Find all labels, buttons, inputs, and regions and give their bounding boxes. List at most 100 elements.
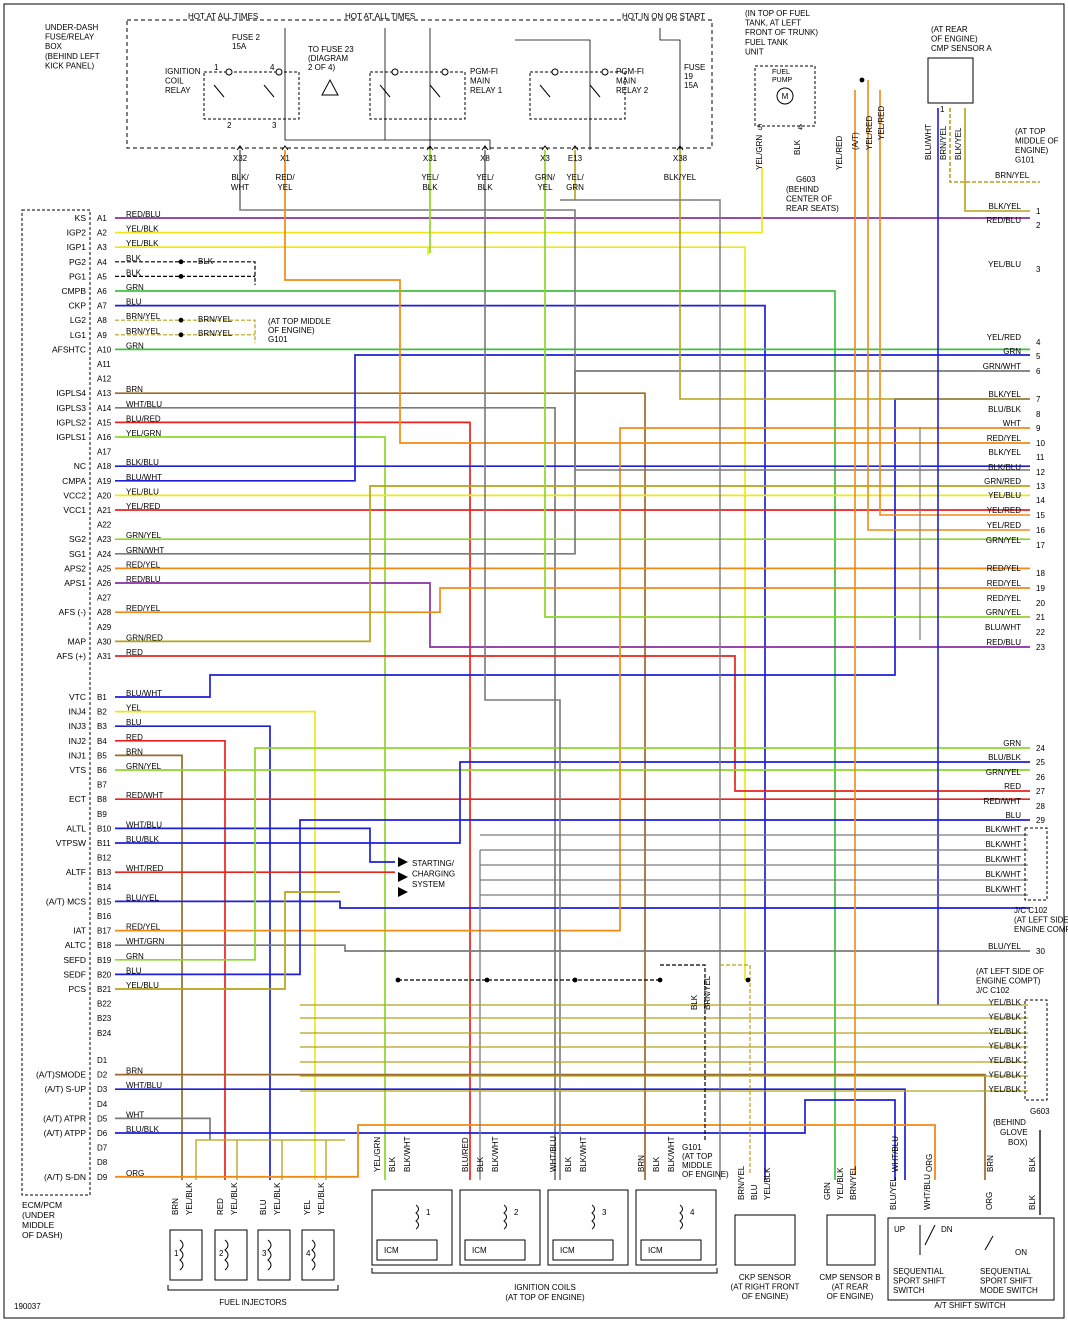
ecm-pin-number: B1: [97, 693, 107, 702]
label-text: YEL/BLK: [989, 998, 1022, 1007]
ecm-pin-name: IGPLS2: [56, 417, 86, 427]
ecm-pin-name: IGPLS4: [56, 388, 86, 398]
label-text: COIL: [165, 77, 184, 86]
ecm-pin-number: A24: [97, 550, 112, 559]
coil-winding-icon: [679, 1204, 683, 1230]
ecm-pin-name: INJ1: [69, 750, 87, 760]
label-text: PGM-FI: [616, 67, 644, 76]
ecm-pin-name: NC: [74, 461, 86, 471]
starting-arrow: [398, 872, 408, 882]
label-text: BRN/YEL: [939, 125, 948, 160]
label-text: YEL/BLK: [230, 1182, 239, 1215]
wire: [115, 427, 1030, 932]
wire-number: 26: [1036, 773, 1045, 782]
wire-number: 25: [1036, 758, 1045, 767]
wire-color-label: BLU: [126, 966, 142, 975]
wire-color-label: GRN: [126, 283, 144, 292]
label-text: OF ENGINE): [682, 1170, 729, 1179]
label-text: 1: [426, 1208, 431, 1217]
wire: [544, 150, 1030, 618]
wire-color-label: BLU/WHT: [126, 473, 162, 482]
wire: [239, 150, 1030, 471]
label-text: HOT IN ON OR START: [622, 12, 705, 21]
wire: [115, 747, 1030, 961]
wire: [195, 1139, 345, 1180]
ecm-pin-name: VCC1: [63, 505, 86, 515]
label-text: CKP SENSOR: [739, 1273, 792, 1282]
label-text: (A/T): [851, 132, 860, 150]
wire-color-label: RED/YEL: [987, 594, 1022, 603]
label-text: YEL/RED: [877, 106, 886, 140]
label-text: BLK: [476, 1156, 485, 1172]
label-text: G101: [268, 335, 288, 344]
label-text: YEL/BLK: [989, 1027, 1022, 1036]
label-text: BOX: [45, 42, 63, 51]
at-shift-switch: [887, 1217, 1055, 1301]
label-text: J/C C102: [976, 986, 1010, 995]
ecm-pin-number: B21: [97, 985, 112, 994]
label-text: BLK/WHT: [667, 1136, 676, 1172]
ecm-pin-number: B5: [97, 751, 107, 760]
ecm-pin-number: D6: [97, 1129, 108, 1138]
label-text: G603: [796, 175, 816, 184]
label-text: BLU: [259, 1199, 268, 1215]
relay-terminal: [441, 68, 449, 76]
label-text: G101: [682, 1143, 702, 1152]
wire-color-label: BLK/YEL: [989, 390, 1022, 399]
label-text: BLK: [198, 257, 214, 266]
ecm-pin-name: SEDF: [63, 969, 86, 979]
splice-dot: [745, 977, 751, 983]
wire: [115, 406, 556, 1180]
label-text: 1: [174, 1249, 179, 1258]
label-text: ORG: [925, 1154, 934, 1172]
label-text: 4: [270, 63, 275, 72]
wire-color-label: YEL: [537, 183, 553, 192]
connector-id: X32: [233, 154, 248, 163]
label-text: 5: [758, 123, 763, 132]
label-text: BLK/WHT: [985, 825, 1021, 834]
label-text: ORG: [985, 1192, 994, 1210]
ecm-pin-number: A29: [97, 623, 112, 632]
ecm-pin-number: A1: [97, 214, 107, 223]
label-text: CHARGING: [412, 870, 455, 879]
label-text: 3: [602, 1208, 607, 1217]
label-text: A/T SHIFT SWITCH: [934, 1301, 1005, 1310]
fuse-relay-box: [126, 19, 713, 149]
ecm-pin-number: A19: [97, 477, 112, 486]
wire: [115, 827, 395, 863]
injector-coil-icon: [311, 1239, 316, 1271]
ecm-pin-number: B18: [97, 941, 112, 950]
label-text: WHT/BLU: [891, 1136, 900, 1172]
label-text: BLK: [690, 994, 699, 1010]
wire-number: 23: [1036, 643, 1045, 652]
connector-terminal: [571, 145, 579, 151]
label-text: PGM-FI: [470, 67, 498, 76]
wire-color-label: GRN/WHT: [126, 546, 164, 555]
label-text: CMP SENSOR A: [931, 44, 992, 53]
wire-color-label: GRN/WHT: [983, 362, 1021, 371]
wire: [115, 1099, 896, 1180]
wire-number: 2: [1036, 221, 1041, 230]
ecm-pin-number: D9: [97, 1173, 108, 1182]
wire-number: 20: [1036, 599, 1045, 608]
injector-coil-icon: [179, 1239, 184, 1271]
ecm-pin-number: A23: [97, 535, 112, 544]
relay-switch: [213, 84, 275, 98]
ecm-pin-number: A4: [97, 258, 107, 267]
wire-color-label: GRN/YEL: [126, 762, 162, 771]
label-text: 3: [272, 121, 277, 130]
wire-color-label: WHT/GRN: [126, 937, 164, 946]
connector-id: E13: [568, 154, 583, 163]
wire: [115, 761, 1030, 844]
wire: [115, 1124, 936, 1180]
relay-switch: [539, 84, 601, 98]
ecm-pin-name: KS: [75, 213, 87, 223]
ecm-pin-number: B24: [97, 1029, 112, 1038]
ecm-pin-name: IGPLS1: [56, 432, 86, 442]
wire-color-label: WHT: [1003, 419, 1021, 428]
ecm-pin-number: A11: [97, 360, 111, 369]
ecm-pin-name: AFS (-): [59, 607, 87, 617]
ecm-pin-number: D5: [97, 1114, 108, 1123]
ecm-pin-number: A25: [97, 564, 112, 573]
